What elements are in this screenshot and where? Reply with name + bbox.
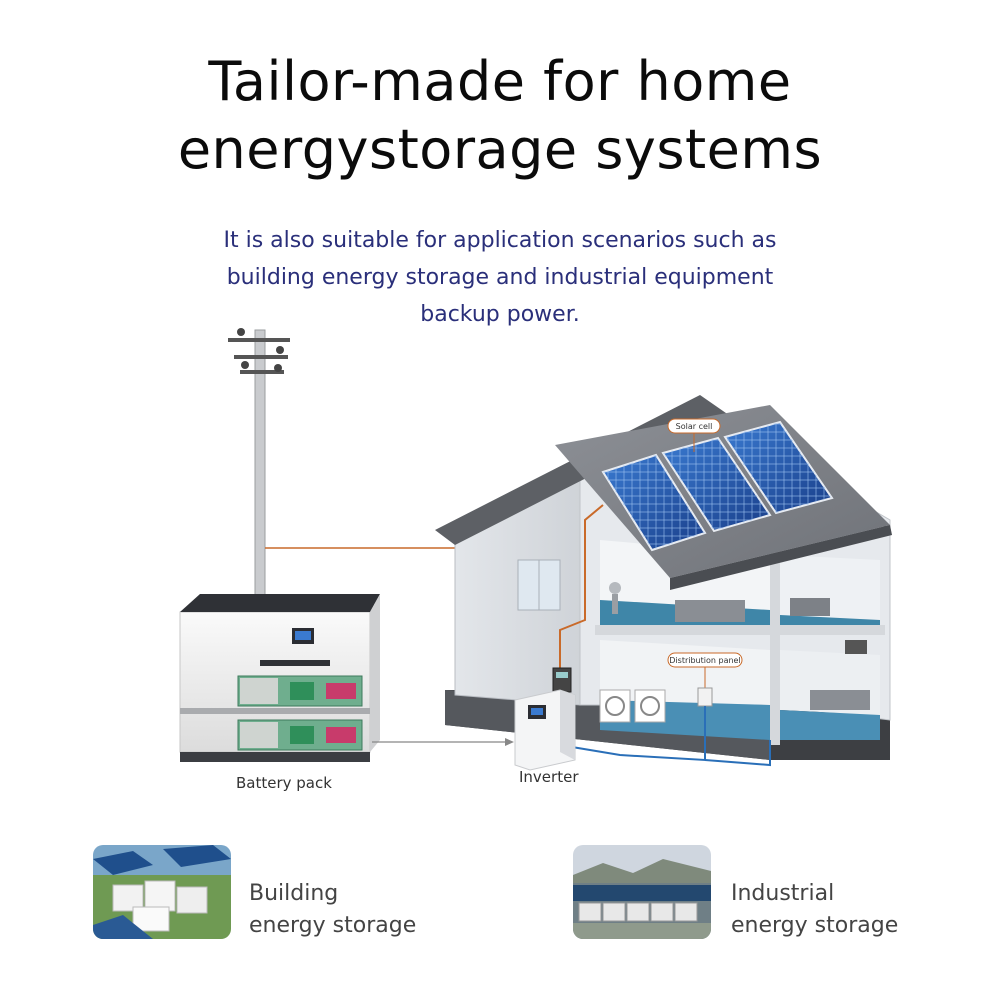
building-storage-image <box>93 845 231 939</box>
subtitle-line-2: building energy storage and industrial e… <box>226 265 774 290</box>
inverter <box>514 689 576 771</box>
building-storage-line-1: Building <box>249 881 339 906</box>
industrial-storage-text: Industrial energy storage <box>731 878 898 942</box>
solar-wire <box>559 504 604 672</box>
page-subtitle: It is also suitable for application scen… <box>120 222 880 333</box>
solar-panels <box>601 420 834 552</box>
inverter-label: Inverter <box>519 768 579 786</box>
solar-cell-tag: Solar cell <box>667 418 721 452</box>
building-storage-text: Building energy storage <box>249 878 416 942</box>
utility-pole <box>228 328 290 604</box>
house <box>435 395 892 760</box>
title-line-1: Tailor-made for home <box>208 50 792 113</box>
battery-pack <box>179 594 380 762</box>
industrial-storage-image <box>573 845 711 939</box>
subtitle-line-3: backup power. <box>420 302 580 327</box>
industrial-storage-line-2: energy storage <box>731 913 899 938</box>
subtitle-line-1: It is also suitable for application scen… <box>223 228 777 253</box>
title-line-2: energystorage systems <box>177 118 823 181</box>
solar-cell-tag-text: Solar cell <box>676 422 713 431</box>
page-title: Tailor-made for home energystorage syste… <box>0 48 1000 184</box>
distribution-panel-tag-text: Distribution panel <box>669 656 740 665</box>
battery-pack-label: Battery pack <box>236 774 332 792</box>
industrial-storage-line-1: Industrial <box>731 881 835 906</box>
building-storage-line-2: energy storage <box>249 913 417 938</box>
distribution-panel: Distribution panel <box>552 652 743 707</box>
